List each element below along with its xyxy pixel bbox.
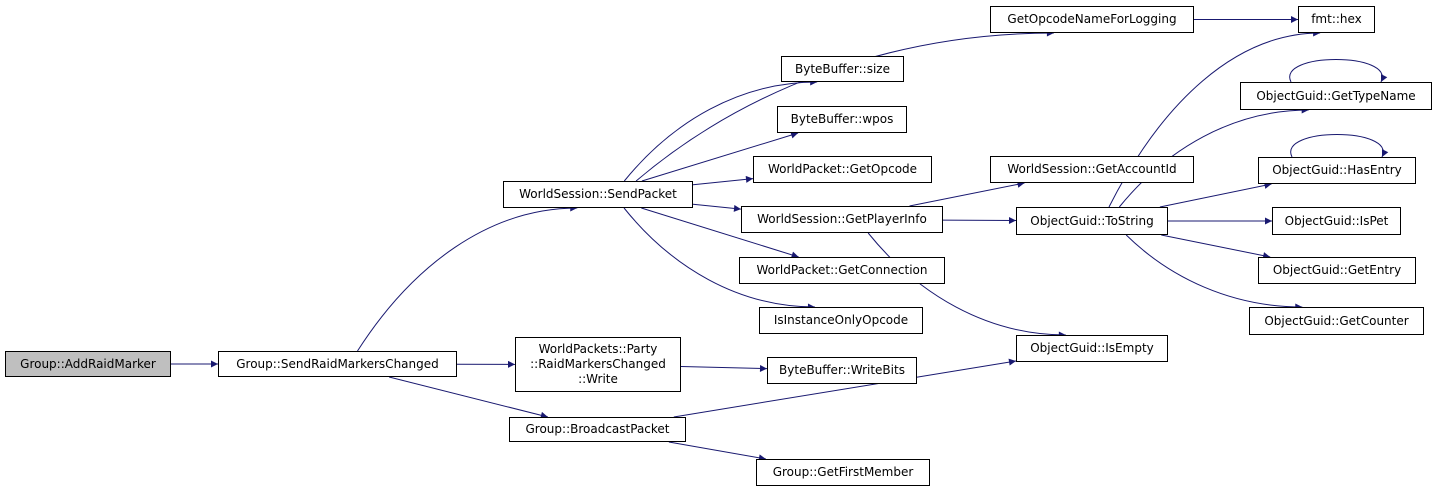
edge-og-to-string-to-og-get-counter	[1125, 234, 1303, 311]
node-ws-get-player-info[interactable]: WorldSession::GetPlayerInfo	[741, 206, 943, 233]
node-fmt-hex[interactable]: fmt::hex	[1298, 6, 1375, 33]
node-raid-markers-write[interactable]: WorldPackets::Party ::RaidMarkersChanged…	[515, 337, 681, 392]
node-og-is-pet[interactable]: ObjectGuid::IsPet	[1272, 207, 1401, 235]
node-is-instance-only[interactable]: IsInstanceOnlyOpcode	[759, 307, 923, 334]
edge-ws-get-player-info-to-og-is-empty	[867, 232, 1066, 339]
edge-send-raid-markers-changed-to-broadcast-packet	[388, 376, 549, 419]
node-add-raid-marker: Group::AddRaidMarker	[5, 351, 171, 377]
edge-send-packet-to-is-instance-only	[623, 207, 815, 311]
node-broadcast-packet[interactable]: Group::BroadcastPacket	[509, 417, 686, 442]
node-bb-size[interactable]: ByteBuffer::size	[781, 56, 904, 82]
edge-broadcast-packet-to-og-is-empty	[673, 358, 1017, 418]
node-get-opcode-name[interactable]: GetOpcodeNameForLogging	[990, 6, 1194, 33]
edge-send-packet-to-bb-size	[623, 78, 818, 182]
edge-ws-get-player-info-to-ws-get-account-id	[909, 180, 1025, 207]
edge-send-raid-markers-changed-to-send-packet	[357, 204, 578, 352]
node-og-has-entry[interactable]: ObjectGuid::HasEntry	[1258, 157, 1416, 184]
node-og-is-empty[interactable]: ObjectGuid::IsEmpty	[1016, 335, 1168, 362]
edge-send-packet-to-ws-get-player-info	[692, 203, 742, 212]
node-og-get-counter[interactable]: ObjectGuid::GetCounter	[1249, 307, 1424, 335]
node-send-raid-markers-changed[interactable]: Group::SendRaidMarkersChanged	[218, 351, 457, 377]
edge-send-packet-to-bb-wpos	[641, 131, 799, 182]
node-ws-get-account-id[interactable]: WorldSession::GetAccountId	[990, 156, 1194, 183]
edge-raid-markers-write-to-bb-write-bits	[680, 364, 768, 372]
node-og-get-type-name[interactable]: ObjectGuid::GetTypeName	[1240, 82, 1432, 110]
node-og-get-entry[interactable]: ObjectGuid::GetEntry	[1258, 257, 1416, 284]
edge-broadcast-packet-to-get-first-member	[668, 441, 767, 462]
edge-og-to-string-to-og-get-entry	[1161, 234, 1271, 260]
edge-og-has-entry-to-og-has-entry	[1290, 134, 1389, 158]
node-wp-get-connection[interactable]: WorldPacket::GetConnection	[739, 257, 945, 284]
edge-send-packet-to-wp-get-opcode	[692, 175, 754, 186]
edge-send-packet-to-wp-get-connection	[641, 207, 799, 259]
edge-og-to-string-to-og-has-entry	[1159, 181, 1272, 208]
node-send-packet[interactable]: WorldSession::SendPacket	[503, 181, 693, 208]
node-og-to-string[interactable]: ObjectGuid::ToString	[1016, 207, 1168, 235]
node-bb-wpos[interactable]: ByteBuffer::wpos	[777, 106, 907, 133]
node-get-first-member[interactable]: Group::GetFirstMember	[756, 459, 930, 486]
node-bb-write-bits[interactable]: ByteBuffer::WriteBits	[767, 357, 917, 384]
edge-og-to-string-to-og-get-type-name	[1118, 106, 1309, 208]
edge-og-get-type-name-to-og-get-type-name	[1289, 59, 1388, 83]
node-wp-get-opcode[interactable]: WorldPacket::GetOpcode	[753, 156, 932, 183]
